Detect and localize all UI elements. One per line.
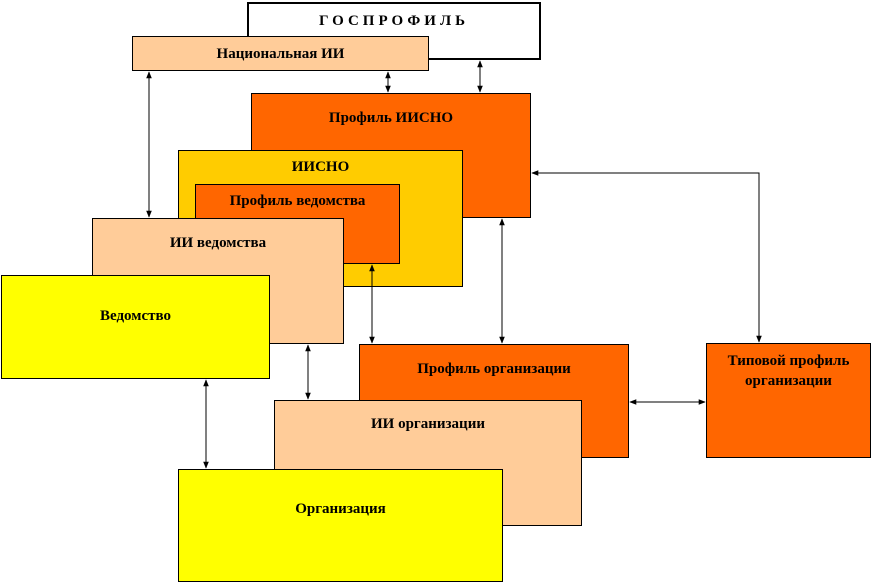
node-gosprofil-label: ГОСПРОФИЛЬ (318, 13, 470, 29)
node-national-ii-label: Национальная ИИ (216, 46, 345, 62)
node-typical-profile: Типовой профиль организации (706, 343, 871, 458)
connector-profile-iisno-to-typical-profile (531, 170, 762, 343)
node-vedomstvo-label: Ведомство (99, 308, 171, 324)
node-typical-profile-label: Типовой профиль организации (727, 353, 850, 389)
node-ii-vedomstva-label: ИИ ведомства (169, 235, 267, 251)
node-profile-iisno-label: Профиль ИИСНО (328, 110, 454, 126)
node-profile-vedomstva-label: Профиль ведомства (229, 193, 366, 209)
node-organization: Организация (178, 469, 503, 582)
node-vedomstvo: Ведомство (1, 275, 270, 379)
node-profile-organization-label: Профиль организации (417, 361, 571, 377)
node-ii-organization-label: ИИ организации (371, 416, 485, 432)
node-organization-label: Организация (295, 501, 386, 517)
node-iisno-label: ИИСНО (291, 159, 350, 175)
node-national-ii: Национальная ИИ (132, 36, 429, 71)
